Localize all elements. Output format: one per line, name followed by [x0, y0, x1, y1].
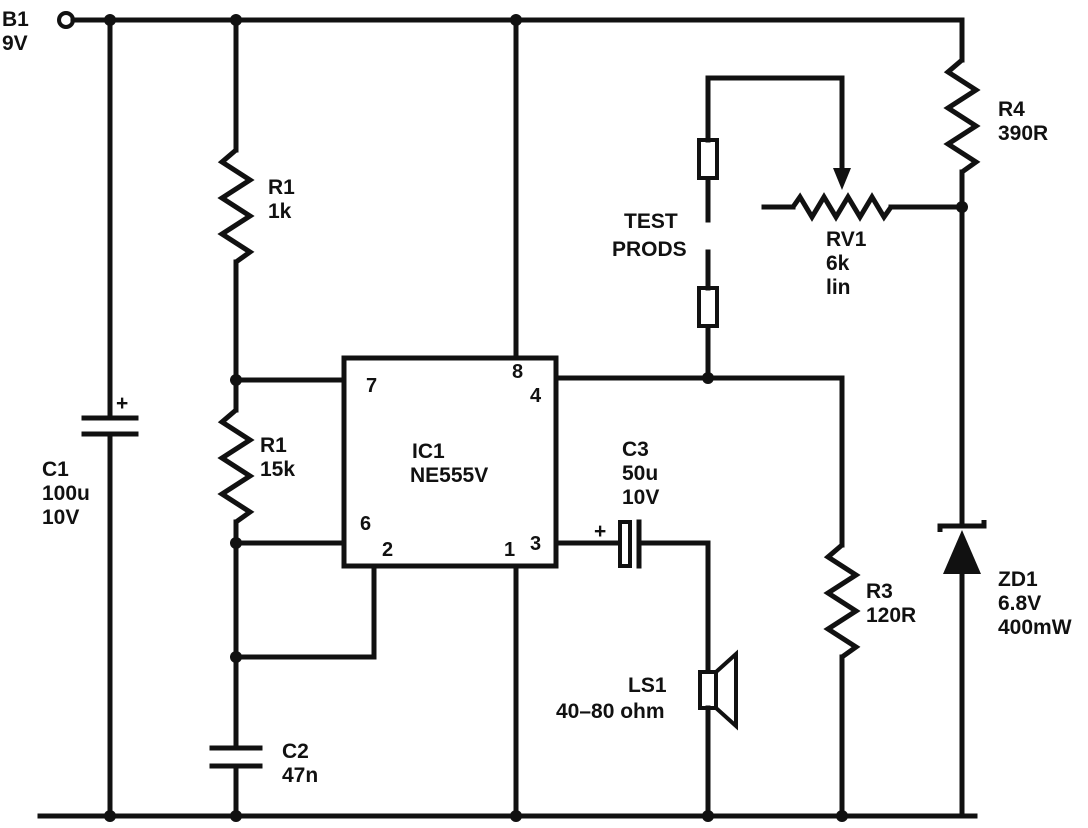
- r1-top-value: 1k: [268, 200, 292, 223]
- r1-mid-value: 15k: [260, 458, 295, 481]
- r3-ref: R3: [866, 580, 893, 603]
- rv1-value: 6k: [826, 252, 850, 275]
- pin2-wire: [233, 563, 377, 660]
- ls1-speaker-icon: [698, 649, 738, 731]
- timing-column: [209, 17, 377, 819]
- pin-2-label: 2: [382, 539, 393, 561]
- test-prods-line2: PRODS: [612, 238, 687, 261]
- c3-ref: C3: [622, 438, 649, 461]
- ic1-part: NE555V: [410, 464, 488, 487]
- ls1-ref: LS1: [628, 674, 667, 697]
- r4-value: 390R: [998, 122, 1048, 145]
- wiper-arrow-icon: [833, 168, 851, 190]
- r1-15k-resistor: [217, 408, 255, 525]
- c3-polarity-mark: +: [594, 520, 606, 543]
- r1-mid-ref: R1: [260, 434, 287, 457]
- ls1-value: 40–80 ohm: [556, 700, 665, 723]
- lower-prod: [697, 286, 719, 328]
- c3-rating: 10V: [622, 486, 659, 509]
- zd1-zener-icon: [937, 520, 987, 574]
- pin-4-label: 4: [530, 385, 542, 407]
- pin4-wire: [553, 375, 845, 548]
- positive-rail: [57, 11, 965, 63]
- r4-resistor: [943, 58, 981, 175]
- pin-8-label: 8: [512, 361, 523, 383]
- upper-prod: [697, 138, 719, 180]
- c1-ref: C1: [42, 458, 69, 481]
- rv1-taper: lin: [826, 276, 851, 299]
- pin-3-label: 3: [530, 533, 541, 555]
- b1-value: 9V: [2, 32, 28, 55]
- r3-value: 120R: [866, 604, 916, 627]
- c3-value: 50u: [622, 462, 658, 485]
- r4-ref: R4: [998, 98, 1025, 121]
- c1-rating: 10V: [42, 506, 79, 529]
- pin-6-label: 6: [360, 513, 371, 535]
- r3-resistor: [823, 543, 861, 660]
- pin-7-label: 7: [366, 375, 377, 397]
- r1-1k-resistor: [217, 148, 255, 265]
- c3-plate-positive: [618, 520, 632, 568]
- zd1-power: 400mW: [998, 616, 1072, 639]
- rv1-potentiometer: [790, 192, 894, 222]
- ic1-ref: IC1: [412, 440, 445, 463]
- ic1-ne555: IC1 NE555V 7 8 4 6 2 1 3: [341, 355, 559, 569]
- wiper-wire: [705, 75, 845, 173]
- c1-polarity-mark: +: [116, 392, 128, 415]
- c1-value: 100u: [42, 482, 90, 505]
- zd1-value: 6.8V: [998, 592, 1041, 615]
- rv1-ref: RV1: [826, 228, 867, 251]
- r1-top-ref: R1: [268, 176, 295, 199]
- c1-branch: +: [81, 17, 139, 819]
- zd1-ref: ZD1: [998, 568, 1038, 591]
- junctions: [104, 14, 968, 822]
- pin-1-label: 1: [504, 539, 515, 561]
- test-prods-line1: TEST: [624, 210, 678, 233]
- b1-ref: B1: [2, 8, 29, 31]
- c2-value: 47n: [282, 764, 318, 787]
- c2-ref: C2: [282, 740, 309, 763]
